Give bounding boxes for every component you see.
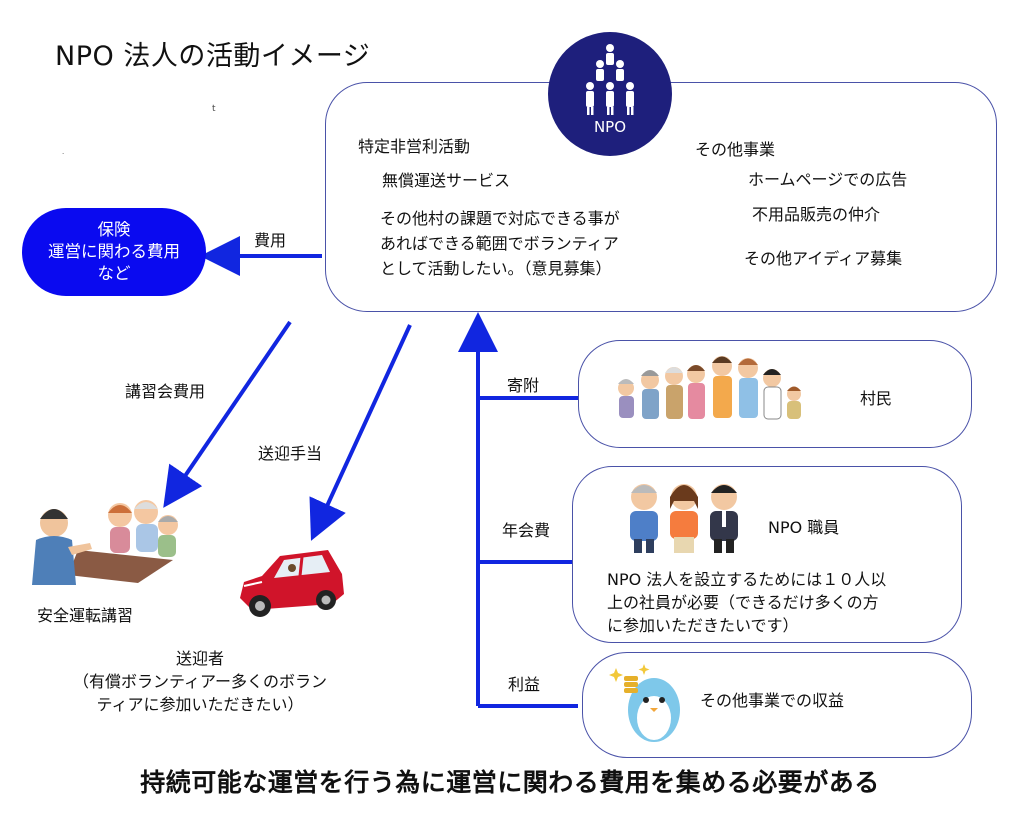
volunteer-text: その他村の課題で対応できる事が あればできる範囲でボランティア として活動したい… <box>380 206 620 281</box>
driver-line: （有償ボランティアー多くのボラン <box>72 672 328 691</box>
volunteer-line: その他村の課題で対応できる事が <box>380 209 620 228</box>
bottom-message: 持続可能な運営を行う為に運営に関わる費用を集める必要がある <box>140 768 880 797</box>
other-business-item: その他アイディア募集 <box>744 249 903 268</box>
staff-description: NPO 法人を設立するためには１０人以 上の社員が必要（できるだけ多くの方 に参… <box>607 568 886 637</box>
driver-line: ティアに参加いただきたい） <box>96 695 304 714</box>
cost-label: 費用 <box>254 231 287 250</box>
transport-allowance-arrow <box>309 324 412 541</box>
revenue-label: その他事業での収益 <box>700 691 845 710</box>
driver-label: 送迎者 （有償ボランティアー多くのボラン ティアに参加いただきたい） <box>35 647 365 716</box>
specific-activities-heading: 特定非営利活動 <box>358 137 471 156</box>
staff-label: NPO 職員 <box>768 518 840 537</box>
penguin-coins-icon <box>609 664 680 742</box>
insurance-pill: 保険 運営に関わる費用 など <box>22 208 206 296</box>
other-business-heading: その他事業 <box>695 140 776 159</box>
other-business-item: 不用品販売の仲介 <box>752 205 881 224</box>
red-car-icon <box>240 550 344 617</box>
npo-logo-label: NPO <box>593 118 627 136</box>
insurance-line: など <box>97 264 131 283</box>
staff-desc-line: NPO 法人を設立するためには１０人以 <box>607 570 887 589</box>
other-business-item: ホームページでの広告 <box>748 170 908 189</box>
insurance-line: 運営に関わる費用 <box>48 242 180 261</box>
safety-course-label: 安全運転講習 <box>37 606 134 625</box>
staff-people-icon <box>630 484 738 553</box>
villagers-group-icon <box>618 356 801 420</box>
insurance-line: 保険 <box>97 220 131 239</box>
villagers-label: 村民 <box>860 389 893 408</box>
annual-fee-label: 年会費 <box>502 521 551 540</box>
free-transport-item: 無償運送サービス <box>382 171 511 190</box>
seminar-cost-label: 講習会費用 <box>125 382 206 401</box>
driver-line: 送迎者 <box>175 649 224 668</box>
page-title: NPO 法人の活動イメージ <box>55 41 371 72</box>
volunteer-line: あればできる範囲でボランティア <box>380 234 619 253</box>
volunteer-line: として活動したい。（意見募集） <box>380 259 612 278</box>
profit-label: 利益 <box>508 675 541 694</box>
staff-desc-line: 上の社員が必要（できるだけ多くの方 <box>607 593 879 612</box>
elderly-people-icon <box>32 500 178 585</box>
donation-label: 寄附 <box>507 376 540 395</box>
stray-mark: · <box>62 150 65 158</box>
seminar-cost-arrow <box>163 320 292 508</box>
npo-logo <box>548 32 672 156</box>
staff-desc-line: に参加いただきたいです） <box>607 616 799 635</box>
stray-mark: t <box>212 104 216 114</box>
transport-allowance-label: 送迎手当 <box>258 444 323 463</box>
people-pyramid-icon <box>586 44 634 115</box>
